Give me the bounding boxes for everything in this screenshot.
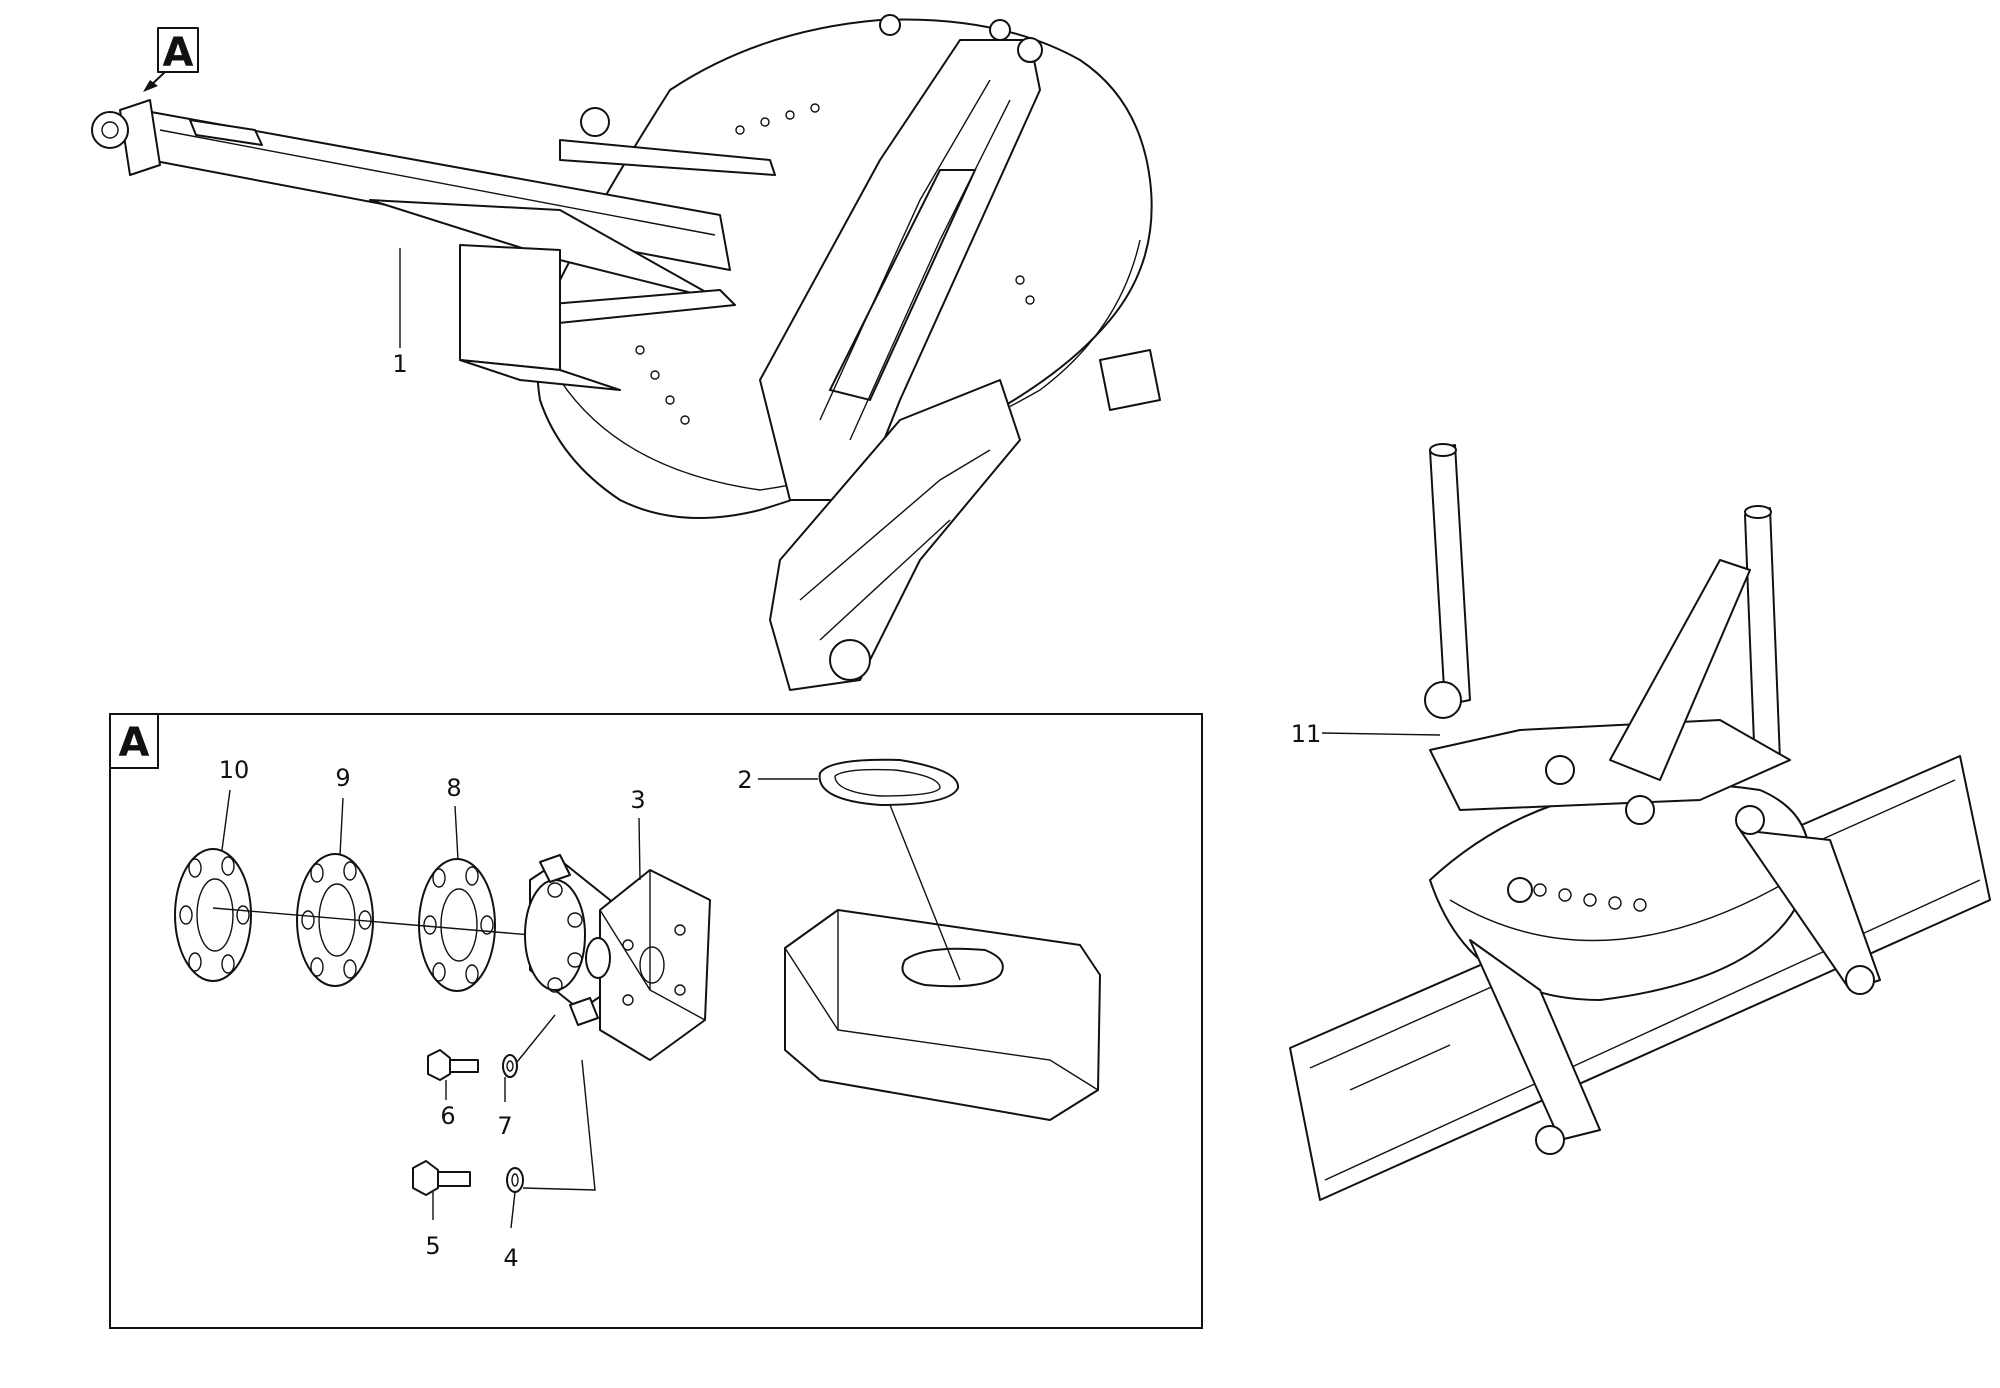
washer-4	[506, 1167, 524, 1193]
shim-8	[418, 858, 496, 992]
bolt-6	[427, 1049, 479, 1081]
callout-3: 3	[630, 786, 646, 881]
callout-4: 4	[503, 1191, 519, 1272]
callout-9-label: 9	[335, 764, 350, 792]
gasket-2	[818, 758, 960, 806]
plate-holes	[1533, 883, 1647, 912]
detail-marker-letter: A	[163, 30, 194, 76]
callout-2: 2	[737, 766, 818, 794]
callout-10-label: 10	[219, 756, 250, 784]
detail-box-label: A	[119, 720, 150, 766]
disc-holes	[635, 103, 1035, 425]
callout-10: 10	[219, 756, 250, 851]
callout-8: 8	[446, 774, 462, 861]
detail-marker-a: A	[143, 27, 199, 92]
callout-1: 1	[392, 248, 408, 378]
callout-6-label: 6	[440, 1102, 455, 1130]
shim-10	[174, 848, 252, 982]
callout-4-label: 4	[503, 1244, 518, 1272]
callout-7-label: 7	[497, 1112, 512, 1140]
bolt-5	[412, 1160, 471, 1196]
blade-assembly	[1289, 443, 1991, 1201]
mount-plate-3	[585, 869, 711, 1061]
callout-9: 9	[335, 764, 351, 856]
washer-7	[502, 1054, 518, 1078]
detail-box-a: A	[109, 713, 1203, 1329]
callout-3-label: 3	[630, 786, 645, 814]
frame-assembly	[91, 14, 1161, 691]
callout-5: 5	[425, 1192, 441, 1260]
callout-5-label: 5	[425, 1232, 440, 1260]
callout-11: 11	[1291, 720, 1441, 748]
callout-1-label: 1	[392, 350, 407, 378]
beam-end	[784, 909, 1101, 1121]
callout-7: 7	[497, 1077, 513, 1140]
callout-8-label: 8	[446, 774, 461, 802]
callout-11-label: 11	[1291, 720, 1322, 748]
callout-6: 6	[440, 1080, 456, 1130]
callout-2-label: 2	[737, 766, 752, 794]
